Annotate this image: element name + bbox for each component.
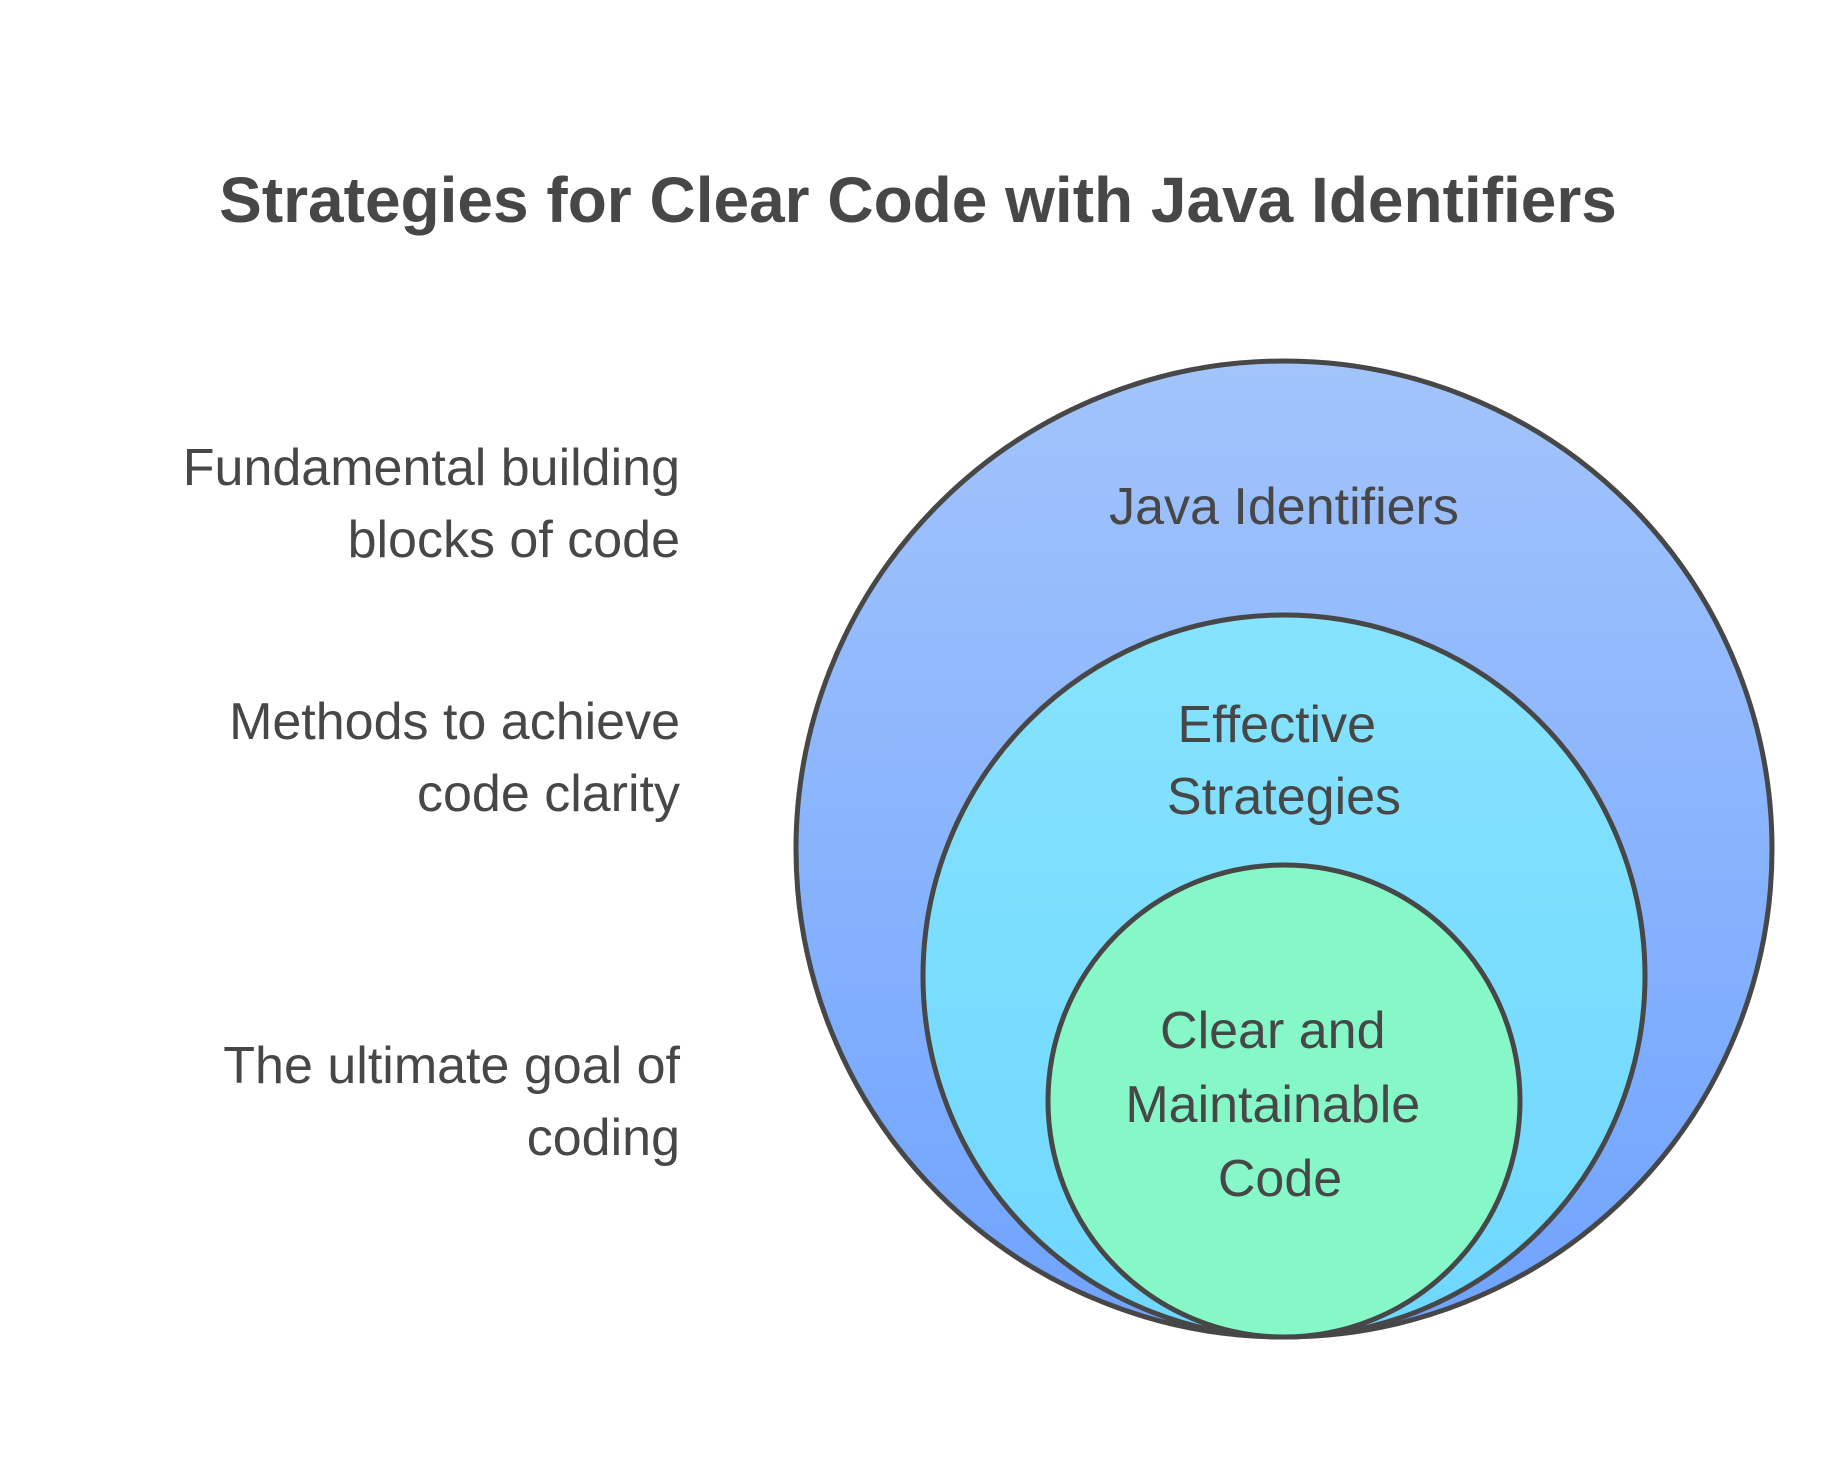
description-line: blocks of code: [347, 511, 680, 569]
description-line: coding: [526, 1109, 680, 1167]
label-line: Effective: [1178, 696, 1376, 754]
label-line: Java Identifiers: [1109, 478, 1459, 536]
description-clear-code: The ultimate goal of coding: [60, 1030, 680, 1174]
label-line: Strategies: [1167, 768, 1401, 826]
description-line: Methods to achieve: [229, 693, 680, 751]
diagram-title: Strategies for Clear Code with Java Iden…: [219, 164, 1617, 236]
description-line: Fundamental building: [182, 439, 680, 497]
inner-circle-label: Clear and Maintainable Code: [1125, 1002, 1434, 1208]
label-line: Maintainable: [1125, 1076, 1420, 1134]
description-line: The ultimate goal of: [223, 1037, 680, 1095]
outer-circle-label: Java Identifiers: [1109, 478, 1459, 536]
description-effective-strategies: Methods to achieve code clarity: [60, 686, 680, 830]
label-line: Code: [1218, 1150, 1342, 1208]
description-line: code clarity: [417, 765, 680, 823]
description-java-identifiers: Fundamental building blocks of code: [60, 432, 680, 576]
label-line: Clear and: [1160, 1002, 1385, 1060]
middle-circle-label: Effective Strategies: [1167, 696, 1401, 826]
inner-circle: [1045, 862, 1523, 1340]
